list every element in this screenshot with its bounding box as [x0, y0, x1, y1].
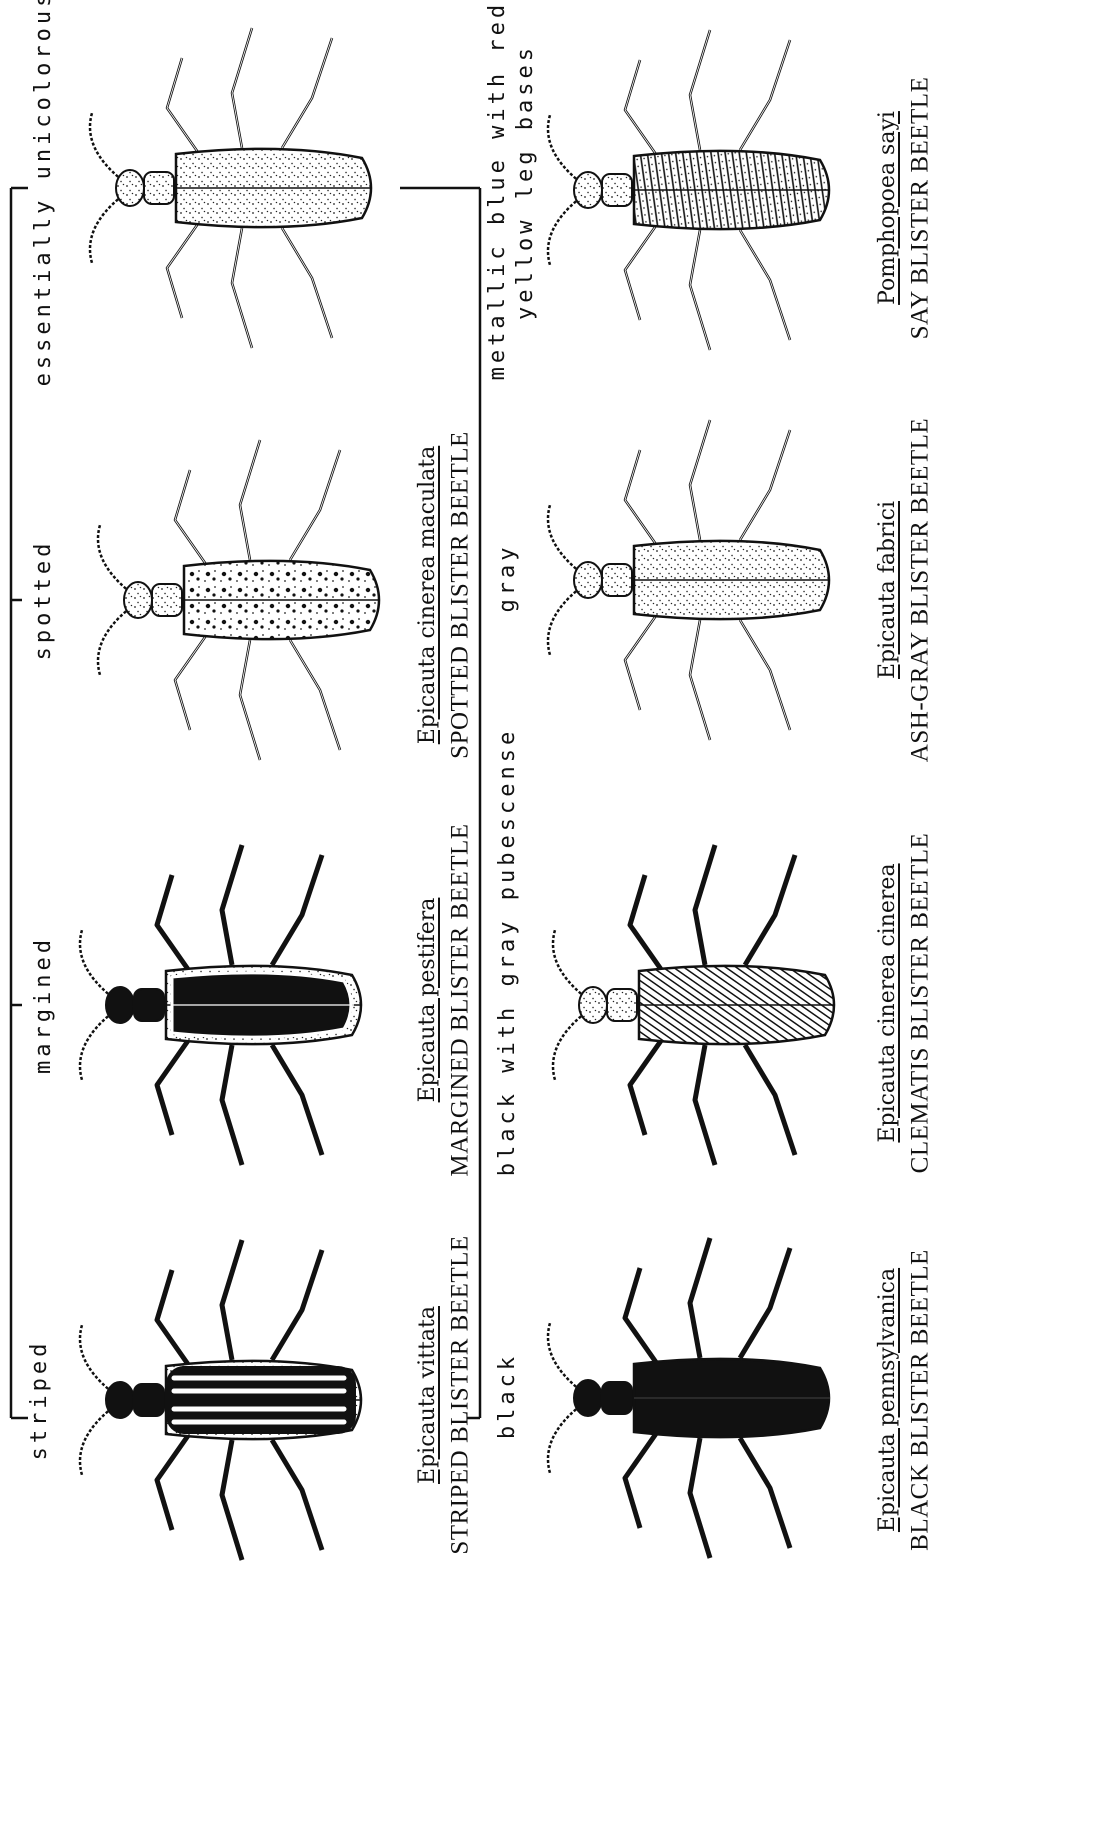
common-name-black: BLACK BLISTER BEETLE: [908, 1249, 933, 1551]
beetle-illustration-metallic: [548, 30, 830, 350]
key-label-black: black: [497, 1353, 519, 1439]
scientific-name-cinerea-cinerea: Epicauta cinerea cinerea: [877, 863, 899, 1142]
key-label-metallic-line1: metallic blue with red-: [487, 0, 509, 380]
key-label-striped: striped: [29, 1340, 51, 1461]
beetle-illustration-spotted: [98, 440, 380, 760]
beetle-illustration-unicolorous: [90, 28, 372, 348]
common-name-striped: STRIPED BLISTER BEETLE: [448, 1235, 473, 1554]
beetle-illustration-margined: [80, 845, 362, 1165]
beetle-illustration-black: [548, 1238, 830, 1558]
scientific-name-vittata: Epicauta vittata: [417, 1306, 439, 1484]
beetle-illustration-striped: [80, 1240, 362, 1560]
beetle-illustration-gray: [548, 420, 830, 740]
key-bracket-lines: [11, 188, 480, 1418]
key-label-gray-pubescence: black with gray pubescense: [497, 728, 519, 1176]
common-name-clematis: CLEMATIS BLISTER BEETLE: [908, 833, 933, 1174]
key-label-spotted: spotted: [33, 540, 55, 661]
scientific-name-fabrici: Epicauta fabrici: [877, 501, 899, 679]
key-label-unicolorous: essentially unicolorous: [33, 0, 55, 386]
key-label-margined: margined: [33, 936, 55, 1074]
common-name-margined: MARGINED BLISTER BEETLE: [448, 823, 473, 1176]
scientific-name-pestifera: Epicauta pestifera: [417, 898, 439, 1103]
common-name-ash-gray: ASH-GRAY BLISTER BEETLE: [908, 418, 933, 762]
scientific-name-pennsylvanica: Epicauta pennsylvanica: [877, 1268, 899, 1532]
common-name-spotted: SPOTTED BLISTER BEETLE: [448, 431, 473, 759]
scientific-name-cinerea-maculata: Epicauta cinerea maculata: [417, 446, 439, 745]
common-name-say: SAY BLISTER BEETLE: [908, 77, 933, 340]
key-label-gray: gray: [497, 544, 519, 613]
beetle-illustration-hatched: [553, 845, 835, 1165]
key-label-metallic-line2: yellow leg bases: [515, 44, 537, 320]
scientific-name-sayi: Pomphopoea sayi: [877, 111, 899, 305]
